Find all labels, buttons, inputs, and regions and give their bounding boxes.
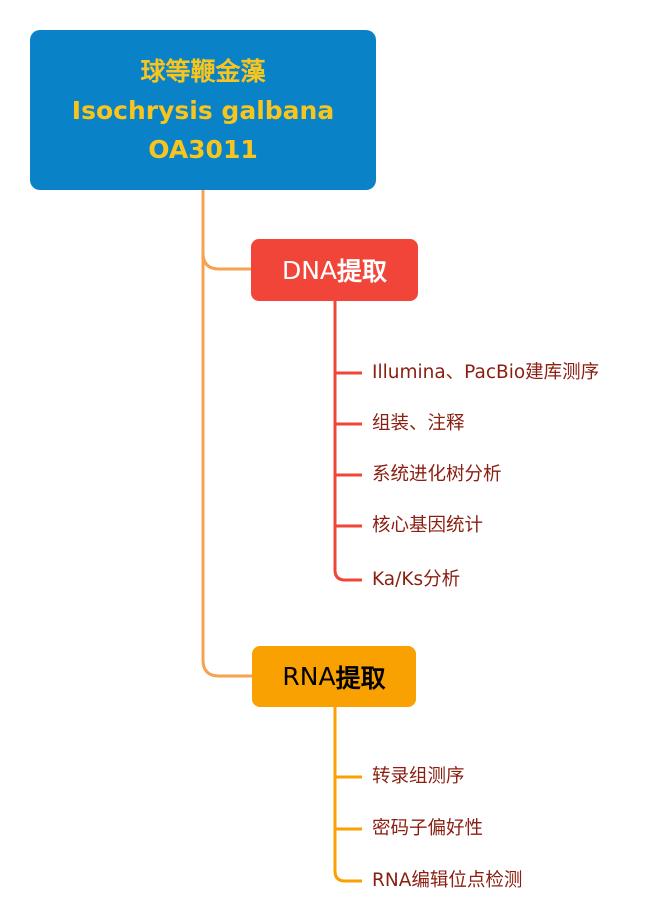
root-node[interactable]: 球等鞭金藻 Isochrysis galbana OA3011	[30, 30, 376, 190]
dna-leaf-assembly[interactable]: 组装、注释	[372, 413, 465, 434]
rna-leaf-editing-sites[interactable]: RNA编辑位点检测	[372, 870, 523, 891]
trunk-to-dna-line	[201, 252, 251, 271]
dna-leaf-phylogeny[interactable]: 系统进化树分析	[372, 464, 502, 485]
trunk-line	[201, 190, 252, 678]
dna-leaf-kaks[interactable]: Ka/Ks分析	[372, 569, 461, 590]
dna-node-label-bold: 提取	[337, 257, 388, 286]
dna-leaf-sequencing[interactable]: Illumina、PacBio建库测序	[372, 362, 600, 383]
root-title-cn: 球等鞭金藻	[140, 56, 266, 86]
dna-branch-line	[333, 301, 362, 582]
dna-leaf-core-genes[interactable]: 核心基因统计	[372, 515, 484, 536]
rna-branch-line	[333, 707, 362, 883]
rna-node-label-plain: RNA	[282, 662, 336, 691]
rna-leaf-codon-bias[interactable]: 密码子偏好性	[372, 818, 484, 839]
dna-node-label-plain: DNA	[281, 255, 338, 285]
root-title-latin: Isochrysis galbana	[71, 95, 335, 125]
rna-leaf-transcriptome[interactable]: 转录组测序	[372, 766, 465, 787]
root-strain: OA3011	[148, 134, 258, 164]
rna-node-label-bold: 提取	[335, 663, 386, 693]
